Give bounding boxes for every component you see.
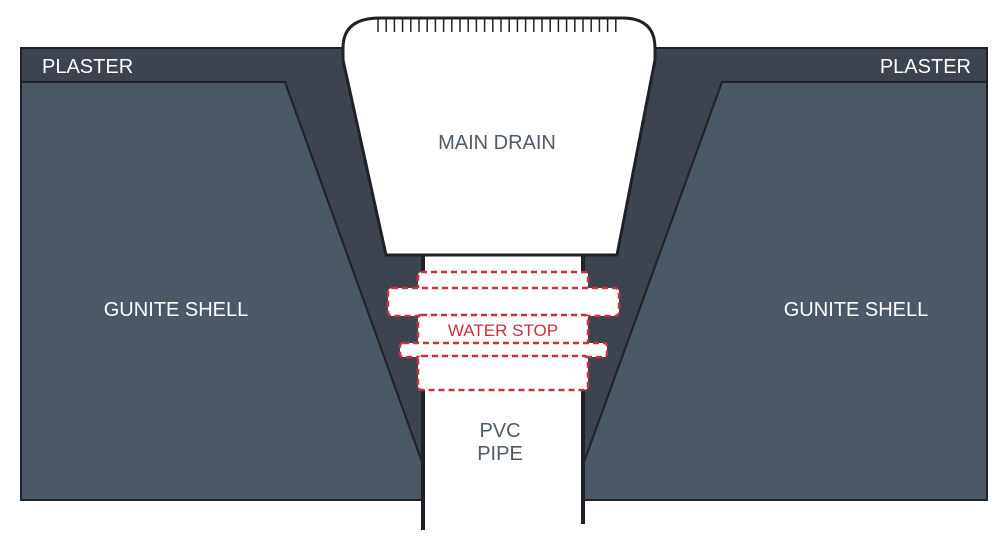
main-drain-body (341, 16, 657, 257)
pvc-pipe-label-line2: PIPE (477, 443, 523, 465)
gunite-shell-label-right: GUNITE SHELL (784, 299, 928, 321)
water-stop-collar-upper (416, 270, 590, 292)
plaster-label-right: PLASTER (880, 56, 971, 78)
drain-grate-ticks (377, 18, 617, 32)
water-stop-collar-mid (416, 313, 590, 347)
pvc-pipe-label-line1: PVC (479, 420, 520, 442)
plaster-label-left: PLASTER (42, 56, 133, 78)
gunite-shell-label-left: GUNITE SHELL (104, 299, 248, 321)
water-stop-label: WATER STOP (448, 321, 558, 340)
main-drain-label: MAIN DRAIN (438, 132, 556, 154)
water-stop-flange-large (386, 286, 621, 318)
water-stop (386, 270, 621, 392)
water-stop-flange-small (398, 341, 609, 359)
water-stop-collar-lower (416, 354, 590, 392)
